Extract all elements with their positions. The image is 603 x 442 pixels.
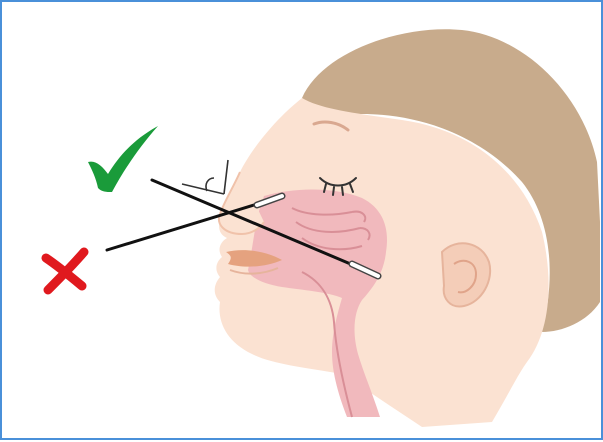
angle-indicator-icon: [182, 160, 228, 194]
cross-icon: [46, 252, 84, 290]
check-icon: [88, 126, 158, 192]
